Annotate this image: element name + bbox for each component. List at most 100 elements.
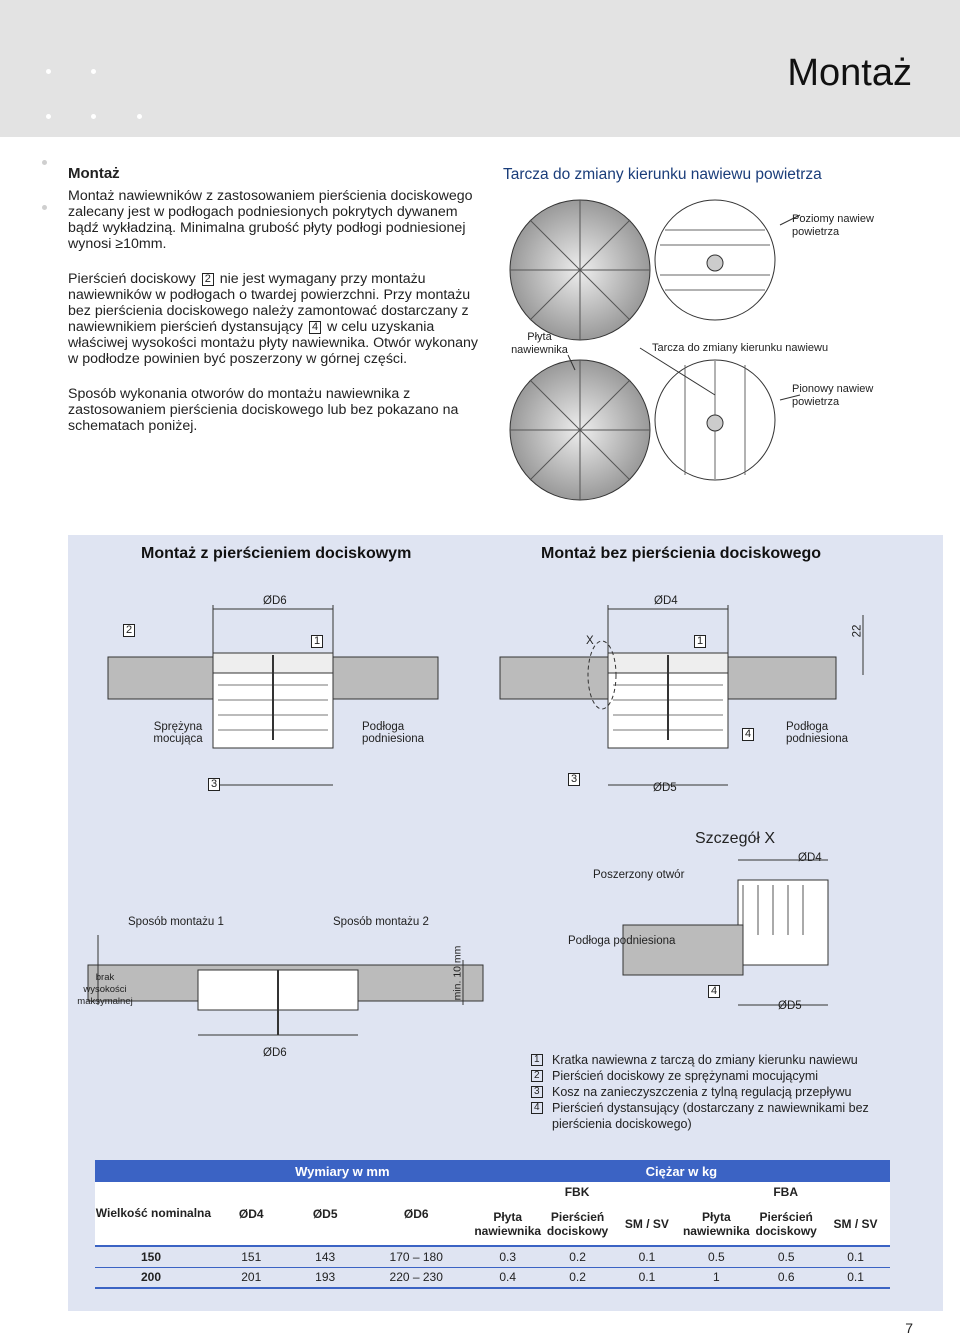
cell: 1 <box>681 1266 752 1289</box>
col-d4: ØD4 <box>211 1182 291 1246</box>
col-fba-ring: Pierścień dociskowy <box>751 1202 822 1246</box>
label-floor-left: Podłoga podniesiona <box>362 721 425 745</box>
cell: 151 <box>211 1245 291 1267</box>
part-badge-3: 3 <box>568 773 581 786</box>
intro-text: Montaż Montaż nawiewników z zastosowanie… <box>68 166 488 253</box>
dim-d5-detail: ØD5 <box>778 1000 802 1012</box>
part-badge-4: 4 <box>308 321 322 334</box>
legend-text: Kratka nawiewna z tarczą do zmiany kieru… <box>552 1053 858 1067</box>
cell: 193 <box>290 1266 360 1289</box>
decor-dot <box>46 114 51 119</box>
decor-dot <box>91 114 96 119</box>
header-band: Montaż <box>0 0 960 137</box>
diffuser-illustration <box>509 199 801 501</box>
label-way-2: Sposób montażu 2 <box>333 916 429 928</box>
part-badge-3: 3 <box>208 778 221 791</box>
para-1: Montaż nawiewników z zastosowaniem pierś… <box>68 188 473 252</box>
label-vertical: Pionowy nawiew powietrza <box>792 383 874 408</box>
part-badge-4: 4 <box>742 728 755 741</box>
cell: 0.5 <box>681 1245 752 1267</box>
cell: 0.1 <box>612 1245 682 1267</box>
table-row: 200 201 193 220 – 230 0.4 0.2 0.1 1 0.6 … <box>95 1266 890 1289</box>
cell: 0.2 <box>542 1245 613 1267</box>
col-fbk: FBK <box>472 1182 682 1202</box>
legend-num: 2 <box>531 1070 543 1082</box>
legend-item: 1 Kratka nawiewna z tarczą do zmiany kier… <box>531 1052 876 1068</box>
legend-text: Pierścień dystansujący (dostarczany z na… <box>552 1101 869 1131</box>
cell: 0.4 <box>472 1266 543 1289</box>
legend-item: 3 Kosz na zanieczyszczenia z tylną regula… <box>531 1084 876 1100</box>
table-row: 150 151 143 170 – 180 0.3 0.2 0.1 0.5 0.… <box>95 1245 890 1267</box>
header-dims: Wymiary w mm <box>211 1160 473 1182</box>
col-d6: ØD6 <box>359 1182 473 1246</box>
para-2: Pierścień dociskowy 2 nie jest wymagany … <box>68 271 488 367</box>
page-number: 7 <box>905 1320 913 1335</box>
legend-text: Kosz na zanieczyszczenia z tylną regulac… <box>552 1085 852 1099</box>
cell: 150 <box>95 1245 212 1267</box>
legend-num: 4 <box>531 1102 543 1114</box>
disc-title: Tarcza do zmiany kierunku nawiewu powiet… <box>503 166 822 183</box>
label-widened-hole: Poszerzony otwór <box>593 869 685 881</box>
cell: 0.1 <box>612 1266 682 1289</box>
legend-num: 1 <box>531 1054 543 1066</box>
detail-marker-x: X <box>586 635 594 647</box>
col-fba-plate: Płyta nawiewnika <box>681 1202 752 1246</box>
col-fbk-ring: Pierścień dociskowy <box>542 1202 613 1246</box>
col-d5: ØD5 <box>290 1182 360 1246</box>
parts-legend: 1 Kratka nawiewna z tarczą do zmiany kier… <box>531 1052 876 1132</box>
cell: 220 – 230 <box>359 1266 473 1289</box>
col-nominal: Wielkość nominalna <box>95 1182 212 1246</box>
col-fbk-smsv: SM / SV <box>612 1202 682 1246</box>
dimensions-table: Wymiary w mm Ciężar w kg Wielkość nomina… <box>95 1160 890 1289</box>
legend-item: 2 Pierścień dociskowy ze sprężynami mocuj… <box>531 1068 876 1084</box>
dim-22: 22 <box>851 624 864 638</box>
cell: 0.5 <box>751 1245 822 1267</box>
label-no-max-height: brak wysokości maksymalnej <box>77 972 133 1007</box>
dim-d6-bottom: ØD6 <box>263 1047 287 1059</box>
label-way-1: Sposób montażu 1 <box>128 916 224 928</box>
cell: 200 <box>95 1266 212 1289</box>
col-fba: FBA <box>681 1182 890 1202</box>
para-2-text: w celu uzyskania właściwej wysokości mon… <box>68 319 479 367</box>
label-floor-detail: Podłoga podniesiona <box>568 935 676 947</box>
label-disc: Tarcza do zmiany kierunku nawiewu <box>652 342 829 354</box>
cell: 0.6 <box>751 1266 822 1289</box>
dim-d4-top: ØD4 <box>654 595 678 607</box>
table-corner <box>95 1160 212 1182</box>
label-floor-right: Podłoga podniesiona <box>786 721 849 745</box>
legend-num: 3 <box>531 1086 543 1098</box>
cell: 0.3 <box>472 1245 543 1267</box>
para-2-text: nie jest wymagany przy montażu nawiewnik… <box>68 271 471 335</box>
col-fbk-plate: Płyta nawiewnika <box>472 1202 543 1246</box>
disc-horizontal <box>509 199 801 341</box>
label-min-10mm: min. 10 mm <box>451 945 464 1001</box>
cell: 0.1 <box>821 1266 890 1289</box>
part-badge-4: 4 <box>708 985 721 998</box>
legend-text: Pierścień dociskowy ze sprężynami mocują… <box>552 1069 819 1083</box>
header-weight: Ciężar w kg <box>472 1160 890 1182</box>
decor-dot <box>91 69 96 74</box>
decor-dot <box>42 205 47 210</box>
col-fba-smsv: SM / SV <box>821 1202 890 1246</box>
disc-vertical <box>509 359 801 501</box>
detail-title: Szczegół X <box>695 830 776 847</box>
cell: 0.2 <box>542 1266 613 1289</box>
part-badge-2: 2 <box>123 624 136 637</box>
label-horizontal: Poziomy nawiew powietrza <box>792 213 874 238</box>
part-badge-1: 1 <box>694 635 707 648</box>
page-title: Montaż <box>787 52 912 94</box>
decor-dot <box>46 69 51 74</box>
cell: 143 <box>290 1245 360 1267</box>
cell: 170 – 180 <box>359 1245 473 1267</box>
dim-d4-detail: ØD4 <box>798 852 822 864</box>
label-spring: Sprężyna mocująca <box>153 721 203 745</box>
dim-d5: ØD5 <box>653 782 677 794</box>
para-2-text: Pierścień dociskowy <box>68 271 200 287</box>
diagram-title-without-ring: Montaż bez pierścienia dociskowego <box>541 545 822 562</box>
label-plate: Płyta nawiewnika <box>511 331 568 356</box>
decor-dot <box>42 160 47 165</box>
section-diagram <box>87 605 864 1036</box>
decor-dot <box>137 114 142 119</box>
para-3: Sposób wykonania otworów do montażu nawi… <box>68 386 488 434</box>
dim-d6-top: ØD6 <box>263 595 287 607</box>
